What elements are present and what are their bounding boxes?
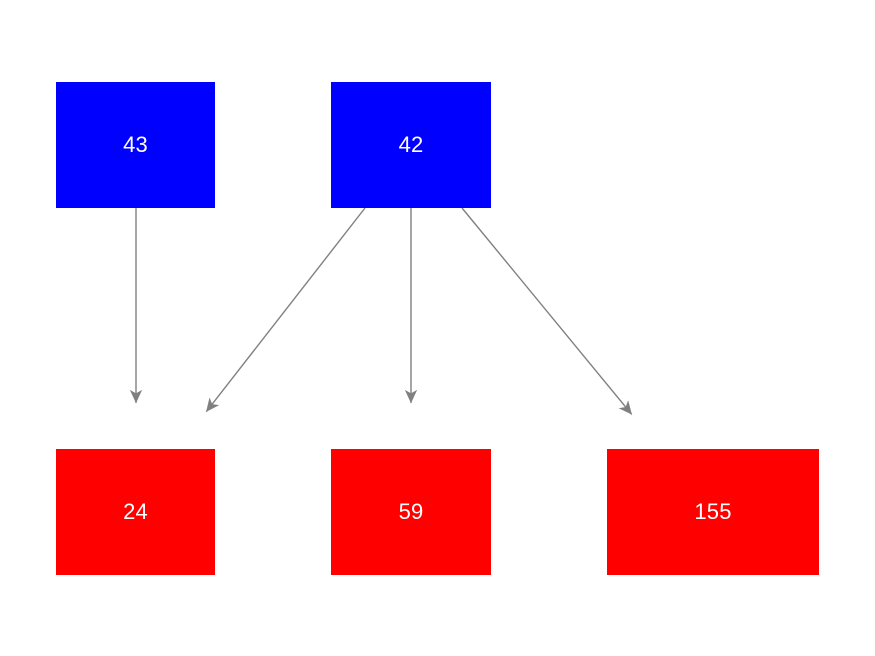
node-24[interactable]: 24 [56,449,215,575]
edge-group [129,207,633,415]
node-42[interactable]: 42 [331,82,491,208]
node-label-42: 42 [398,132,424,157]
node-label-43: 43 [123,132,148,157]
node-43[interactable]: 43 [56,82,215,208]
edge-42-to-24 [205,207,366,413]
node-label-59: 59 [398,499,424,524]
edge-42-to-155 [461,207,633,415]
node-label-24: 24 [123,499,148,524]
node-59[interactable]: 59 [331,449,491,575]
node-label-155: 155 [694,499,732,524]
node-155[interactable]: 155 [607,449,819,575]
